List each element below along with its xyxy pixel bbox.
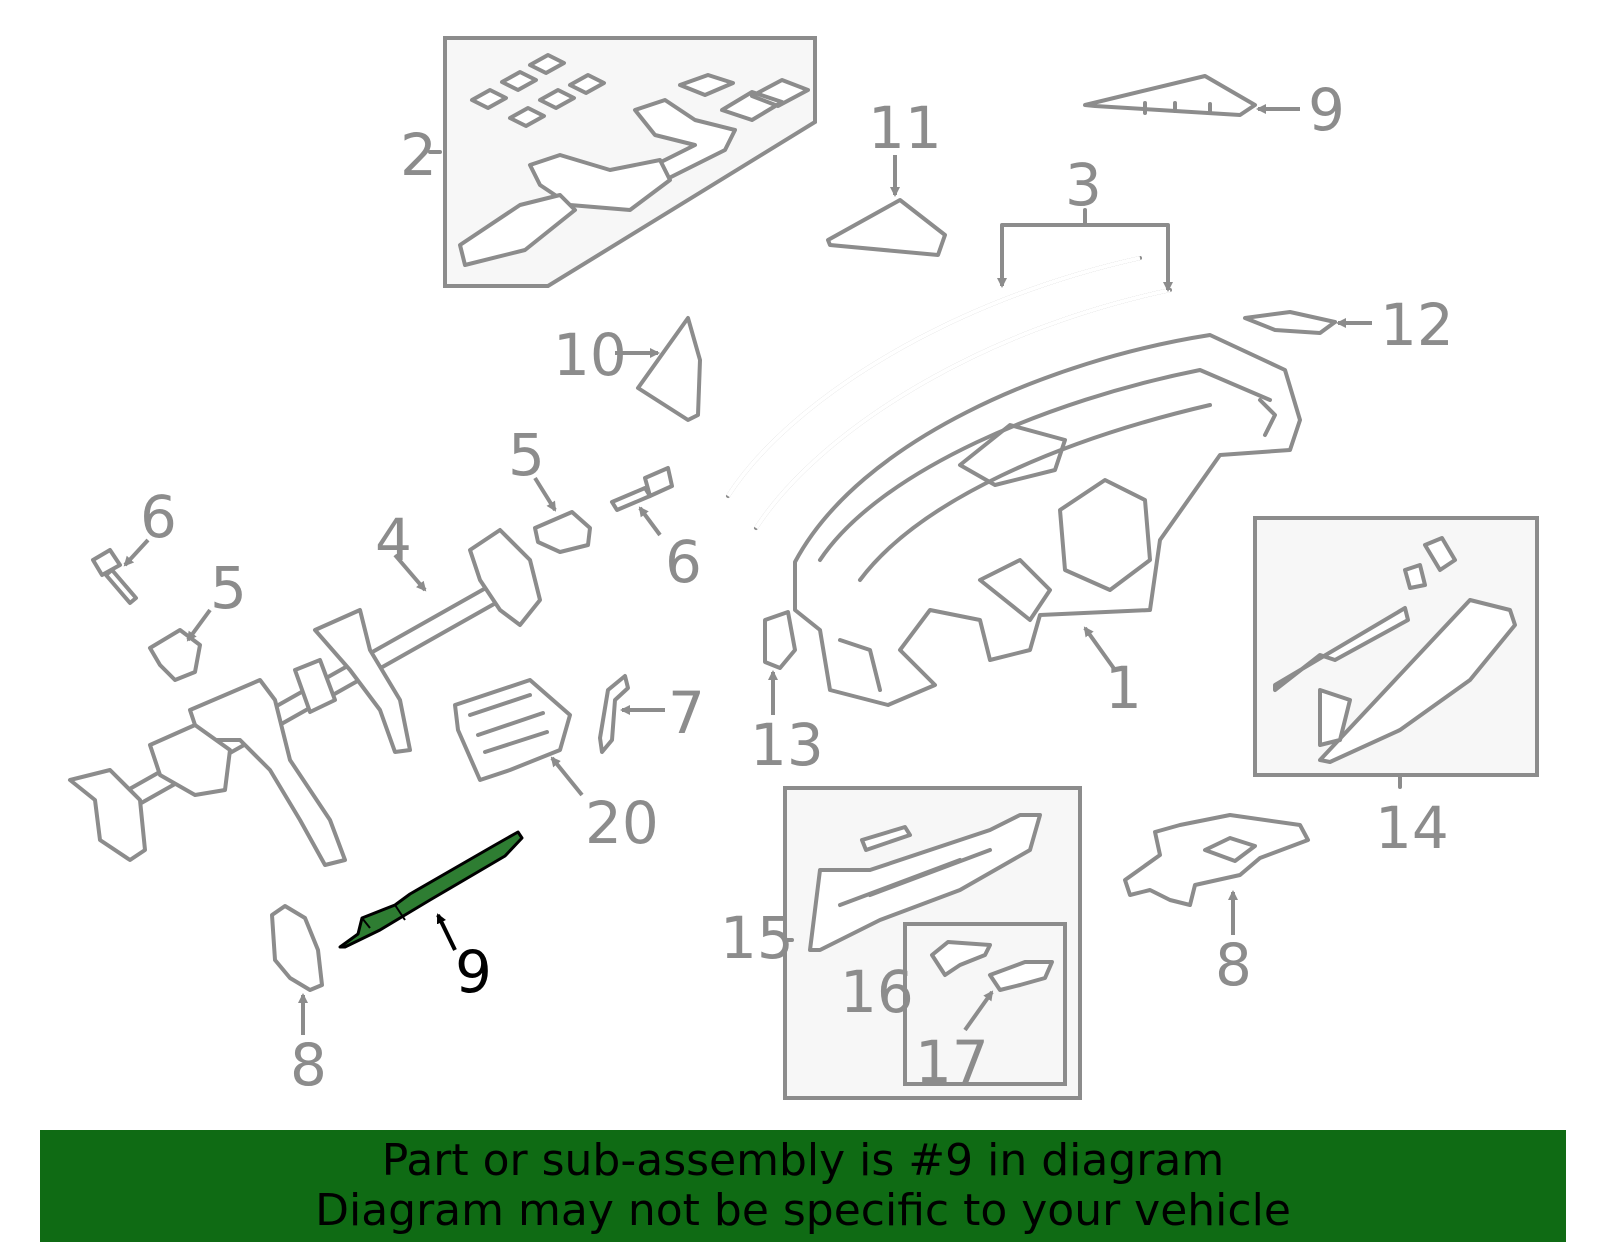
callout-9: 9 <box>455 938 492 1006</box>
callout-10: 8 <box>1215 931 1252 999</box>
callout-19: 17 <box>915 1028 989 1096</box>
part-6-right-bolt[interactable] <box>610 466 674 537</box>
callout-6-left: 6 <box>140 483 177 551</box>
part-12[interactable] <box>615 316 702 422</box>
part-8[interactable] <box>270 904 324 1035</box>
callout-5-left: 5 <box>210 554 247 622</box>
callout-3: 3 <box>1065 151 1102 219</box>
part-20[interactable] <box>453 678 584 797</box>
callout-2: 2 <box>400 121 437 189</box>
callout-8: 8 <box>290 1031 327 1099</box>
part-9-highlighted[interactable] <box>338 830 524 951</box>
callout-13: 11 <box>868 94 942 162</box>
callout-15: 13 <box>750 711 824 779</box>
callout-6-right: 6 <box>665 528 702 596</box>
callout-17: 15 <box>720 904 794 972</box>
part-13[interactable] <box>826 155 947 257</box>
callout-1: 1 <box>1105 654 1142 722</box>
part-7[interactable] <box>598 674 665 754</box>
callout-12: 10 <box>553 321 627 389</box>
callout-5-upper: 5 <box>508 421 545 489</box>
part-1-instrument-panel[interactable] <box>793 333 1302 707</box>
part-15[interactable] <box>763 610 797 715</box>
part-5-left-clip[interactable] <box>148 608 212 682</box>
banner-line-2: Diagram may not be specific to your vehi… <box>315 1185 1291 1236</box>
part-4-cross-car-beam[interactable] <box>68 528 542 867</box>
part-6-left-bolt[interactable] <box>91 538 150 605</box>
callout-14: 12 <box>1380 291 1454 359</box>
part-14[interactable] <box>1243 310 1372 335</box>
info-banner: Part or sub-assembly is #9 in diagram Di… <box>40 1130 1566 1242</box>
part-3-seals[interactable] <box>726 208 1173 530</box>
part-17-glove-box-assembly-box[interactable] <box>783 786 1082 1100</box>
callout-11: 9 <box>1308 76 1345 144</box>
callout-18: 16 <box>840 958 914 1026</box>
part-2-duct-kit-box[interactable] <box>428 36 817 288</box>
callout-4: 4 <box>375 506 412 574</box>
part-11[interactable] <box>1083 74 1300 117</box>
part-5-upper-clip[interactable] <box>533 476 592 554</box>
callout-7: 7 <box>668 679 705 747</box>
banner-line-1: Part or sub-assembly is #9 in diagram <box>381 1135 1225 1186</box>
callout-16: 14 <box>1375 794 1449 862</box>
part-10[interactable] <box>1123 813 1310 935</box>
part-16-glove-box-box[interactable] <box>1253 516 1539 789</box>
callout-20: 20 <box>585 789 659 857</box>
